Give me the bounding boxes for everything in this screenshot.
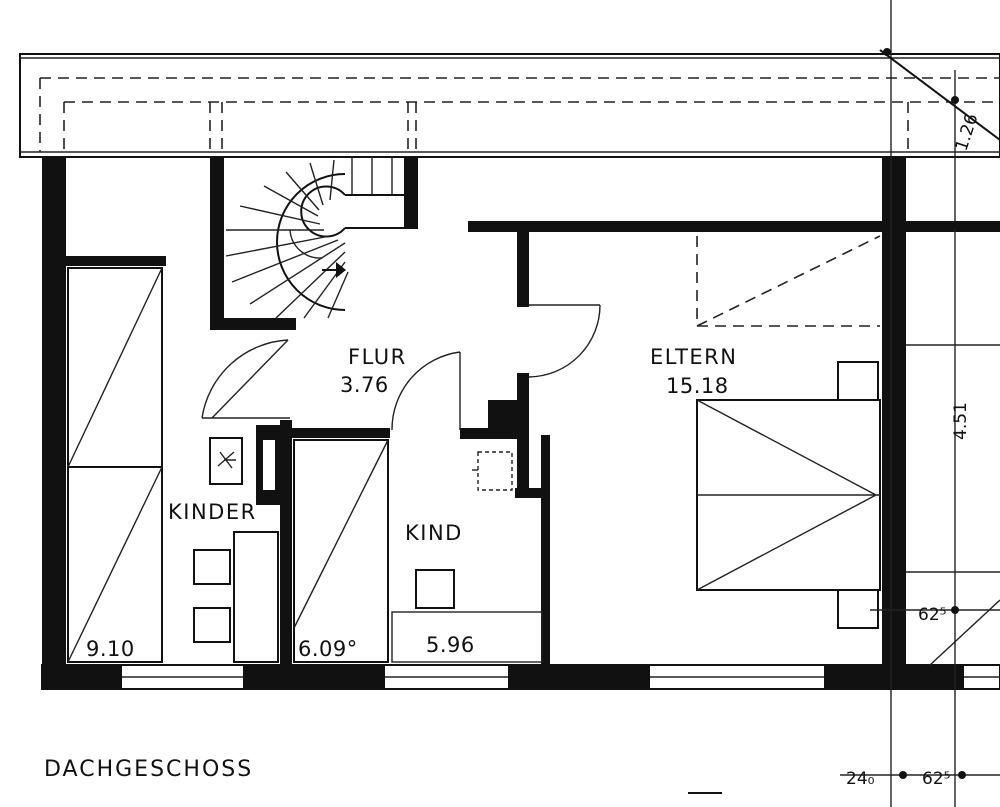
room-label-kind: KIND (405, 521, 463, 545)
dimension-1-26: 1.26 (952, 111, 983, 153)
doors (201, 304, 601, 431)
sink (472, 451, 513, 491)
lamp-table (209, 437, 243, 485)
desk-kind (391, 611, 543, 663)
wardrobe-area: 6.09° (298, 637, 358, 661)
desk (233, 531, 279, 663)
room-label-kinder: KINDER (168, 500, 257, 524)
dimension-62-5-upper: 62⁵ (918, 605, 946, 625)
furniture (67, 235, 881, 663)
room-area-eltern: 15.18 (666, 374, 729, 398)
plan-title: DACHGESCHOSS (44, 757, 253, 782)
exterior-walls (41, 157, 1000, 690)
room-label-flur: FLUR (348, 345, 407, 369)
dimension-24-0: 24₀ (846, 769, 875, 789)
roof-eave (19, 53, 1000, 158)
double-bed (696, 361, 881, 629)
room-area-flur: 3.76 (340, 373, 389, 397)
chair (193, 607, 231, 643)
chair (193, 549, 231, 585)
room-area-kinder: 9.10 (86, 637, 135, 661)
bed-kinder (67, 267, 163, 663)
room-label-eltern: ELTERN (650, 345, 737, 369)
wardrobe-kind (293, 439, 389, 663)
dimension-chain (840, 0, 1000, 807)
chair (415, 569, 455, 609)
dimension-4-51: 4.51 (951, 402, 971, 440)
room-area-kind: 5.96 (426, 633, 475, 657)
lamp-icon (217, 451, 236, 469)
dormer-outline (696, 235, 881, 327)
dimension-62-5-lower: 62⁵ (922, 769, 950, 789)
staircase (225, 157, 404, 319)
